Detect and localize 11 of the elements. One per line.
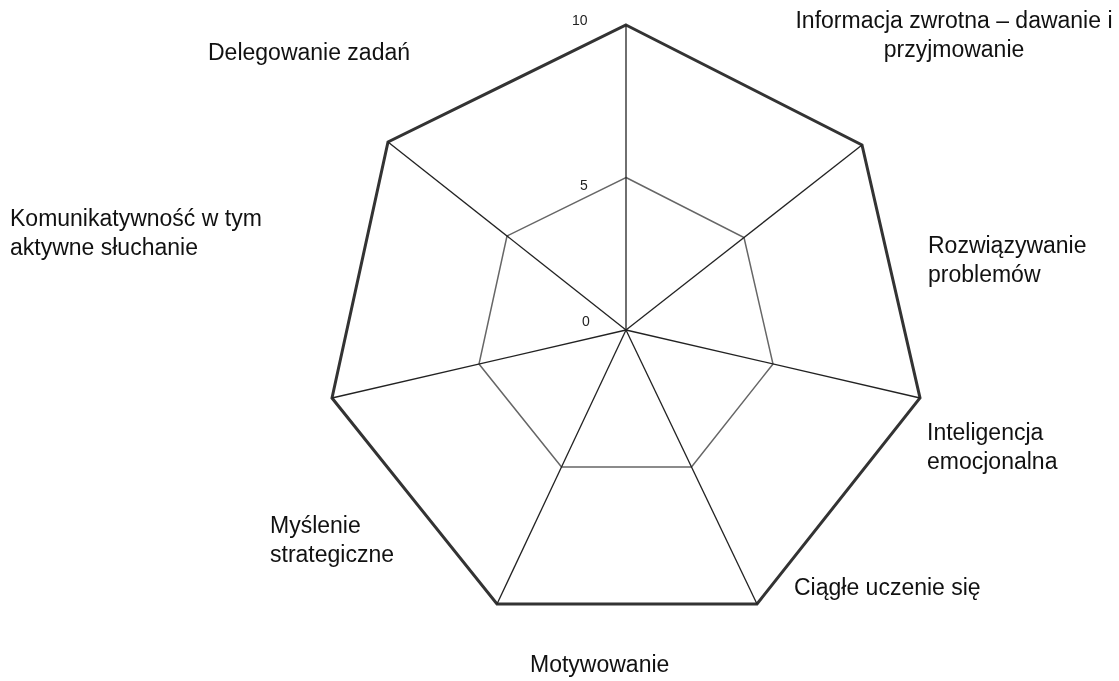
axis-label: Komunikatywność w tym aktywne słuchanie — [10, 204, 263, 262]
axis-label: Motywowanie — [530, 650, 671, 679]
tick-label: 10 — [572, 12, 589, 28]
axis-label: Rozwiązywanie problemów — [928, 231, 1088, 289]
tick-label: 5 — [580, 177, 589, 193]
axis-label: Delegowanie zadań — [208, 38, 412, 67]
axis-label: Inteligencja emocjonalna — [927, 418, 1059, 476]
axis-label: Myślenie strategiczne — [270, 511, 395, 569]
tick-label: 0 — [582, 313, 591, 329]
axis-label: Informacja zwrotna – dawanie i przyjmowanie — [794, 6, 1114, 64]
axis-label: Ciągłe uczenie się — [794, 573, 982, 602]
